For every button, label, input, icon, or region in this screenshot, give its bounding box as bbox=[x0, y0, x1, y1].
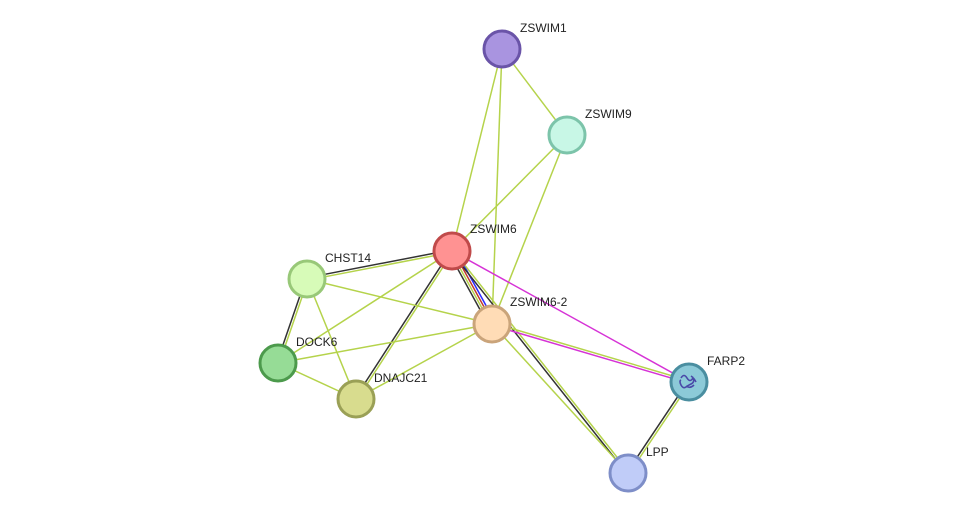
node-circle[interactable] bbox=[336, 379, 376, 419]
node-circle[interactable] bbox=[669, 362, 709, 402]
edge-line bbox=[451, 134, 568, 252]
edge-chst14-dnajc21[interactable] bbox=[306, 278, 357, 400]
edge-zswim9-zswim6-2[interactable] bbox=[491, 134, 568, 325]
edge-line bbox=[491, 134, 568, 325]
edge-line bbox=[491, 48, 503, 325]
node-label: DOCK6 bbox=[296, 335, 338, 349]
node-circle[interactable] bbox=[258, 343, 298, 383]
node-zswim6[interactable]: ZSWIM6 bbox=[432, 222, 517, 271]
edge-zswim6-dnajc21[interactable] bbox=[354, 249, 454, 401]
edge-line bbox=[277, 250, 453, 364]
edge-chst14-zswim6-2[interactable] bbox=[306, 278, 493, 325]
node-dnajc21[interactable]: DNAJC21 bbox=[336, 371, 428, 419]
node-label: DNAJC21 bbox=[374, 371, 428, 385]
node-circle[interactable] bbox=[432, 231, 472, 271]
edge-zswim6-2-dock6[interactable] bbox=[277, 323, 493, 364]
node-label: ZSWIM9 bbox=[585, 107, 632, 121]
node-label: CHST14 bbox=[325, 251, 371, 265]
edge-zswim6-2-lpp[interactable] bbox=[491, 323, 629, 474]
node-label: FARP2 bbox=[707, 354, 745, 368]
node-label: ZSWIM6 bbox=[470, 222, 517, 236]
node-circle[interactable] bbox=[608, 453, 648, 493]
node-zswim1[interactable]: ZSWIM1 bbox=[482, 21, 567, 69]
node-chst14[interactable]: CHST14 bbox=[287, 251, 371, 299]
node-lpp[interactable]: LPP bbox=[608, 445, 669, 493]
edge-line bbox=[307, 251, 453, 281]
edge-line bbox=[306, 278, 493, 325]
edge-zswim9-zswim6[interactable] bbox=[451, 134, 568, 252]
edge-zswim6-2-farp2[interactable] bbox=[491, 322, 690, 384]
edge-line bbox=[451, 48, 503, 252]
nodes-layer: ZSWIM1ZSWIM9ZSWIM6CHST14ZSWIM6-2DOCK6DNA… bbox=[258, 21, 745, 493]
edge-line bbox=[491, 323, 629, 474]
edge-zswim6-chst14[interactable] bbox=[306, 249, 453, 281]
edge-zswim6-lpp[interactable] bbox=[450, 249, 630, 475]
edge-zswim1-zswim6-2[interactable] bbox=[491, 48, 503, 325]
edge-zswim1-zswim6[interactable] bbox=[451, 48, 503, 252]
edge-line bbox=[355, 323, 493, 400]
edge-line bbox=[450, 251, 628, 475]
node-zswim6-2[interactable]: ZSWIM6-2 bbox=[472, 295, 568, 344]
edge-zswim6-2-dnajc21[interactable] bbox=[355, 323, 493, 400]
edge-line bbox=[306, 278, 357, 400]
node-circle[interactable] bbox=[472, 304, 512, 344]
edge-line bbox=[356, 251, 454, 401]
node-zswim9[interactable]: ZSWIM9 bbox=[547, 107, 632, 155]
node-circle[interactable] bbox=[482, 29, 522, 69]
node-circle[interactable] bbox=[547, 115, 587, 155]
edge-line bbox=[452, 249, 630, 473]
node-label: ZSWIM1 bbox=[520, 21, 567, 35]
edge-line bbox=[306, 249, 452, 279]
edge-line bbox=[492, 322, 690, 382]
edge-line bbox=[451, 250, 690, 383]
edge-line bbox=[491, 324, 689, 384]
node-farp2[interactable]: FARP2 bbox=[669, 354, 745, 402]
edges-layer bbox=[276, 48, 691, 475]
edge-line bbox=[354, 249, 452, 399]
node-dock6[interactable]: DOCK6 bbox=[258, 335, 338, 383]
node-circle[interactable] bbox=[287, 259, 327, 299]
protein-structure-icon bbox=[679, 374, 697, 389]
edge-zswim6-dock6[interactable] bbox=[277, 250, 453, 364]
node-label: LPP bbox=[646, 445, 669, 459]
edge-zswim6-farp2[interactable] bbox=[451, 250, 690, 383]
node-label: ZSWIM6-2 bbox=[510, 295, 568, 309]
edge-line bbox=[277, 323, 493, 364]
